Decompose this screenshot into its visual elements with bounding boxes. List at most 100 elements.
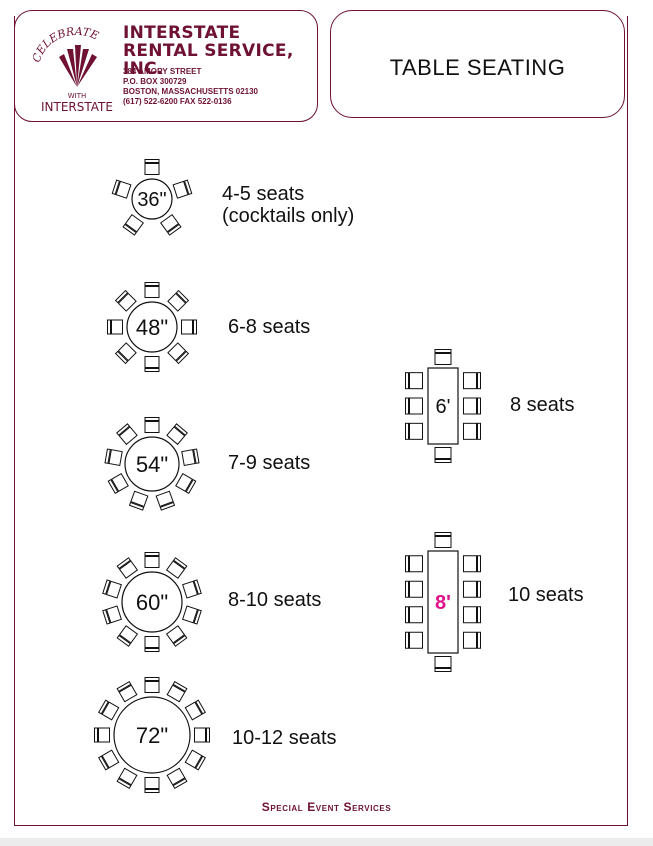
chair-icon	[144, 356, 160, 372]
chair-icon	[144, 417, 160, 433]
chair-icon	[98, 749, 120, 771]
chair-icon	[122, 214, 144, 236]
chair-icon	[184, 749, 206, 771]
chair-icon	[107, 319, 123, 335]
chair-icon	[181, 448, 200, 467]
seat-label-6ft: 8 seats	[510, 394, 575, 416]
table-size-label: 72"	[136, 723, 168, 748]
chair-icon	[463, 606, 481, 624]
chair-icon	[155, 490, 176, 511]
chair-icon	[116, 423, 138, 446]
chair-icon	[434, 447, 452, 463]
chair-icon	[434, 532, 452, 548]
table-size-label: 36"	[137, 189, 166, 211]
rect-table-0: 6'	[405, 349, 481, 463]
chair-icon	[175, 473, 197, 494]
chair-icon	[165, 557, 188, 579]
chair-icon	[405, 580, 423, 598]
chair-icon	[116, 681, 138, 703]
footer-tagline: Special Event Services	[261, 800, 392, 814]
round-table-4: 72"	[94, 677, 210, 793]
chair-icon	[104, 448, 123, 467]
chair-icon	[181, 319, 197, 335]
chair-icon	[166, 767, 188, 789]
round-table-top	[121, 571, 183, 633]
chair-icon	[405, 397, 423, 415]
chair-icon	[172, 179, 193, 199]
table-size-label: 48"	[136, 315, 168, 340]
chair-icon	[405, 631, 423, 649]
chair-icon	[165, 625, 188, 647]
chair-icon	[166, 423, 188, 446]
chair-icon	[463, 397, 481, 415]
address-line: P.O. BOX 300729	[123, 77, 187, 86]
chair-icon	[128, 490, 149, 511]
seat-label-72: 10-12 seats	[232, 727, 337, 749]
seat-label-36: 4-5 seats (cocktails only)	[222, 183, 354, 227]
company-name-line2: RENTAL SERVICE, INC.	[123, 41, 294, 79]
address-line: (617) 522-6200 FAX 522-0136	[123, 97, 232, 106]
chair-icon	[182, 579, 202, 599]
chair-icon	[184, 699, 206, 721]
seat-label-54: 7-9 seats	[228, 452, 311, 474]
seat-count: 4-5 seats	[222, 183, 305, 205]
seat-label-60: 8-10 seats	[228, 589, 322, 611]
chair-icon	[463, 631, 481, 649]
table-size-label: 6'	[436, 396, 451, 418]
chair-icon	[160, 214, 182, 236]
table-size-label: 54"	[136, 452, 168, 477]
celebrate-logo-icon: CELEBRATE WITH INTERSTATE	[31, 25, 113, 114]
round-table-top	[124, 436, 180, 492]
chair-icon	[114, 342, 137, 365]
chair-icon	[144, 282, 160, 298]
chair-icon	[405, 372, 423, 390]
seat-label-8ft: 10 seats	[508, 584, 584, 606]
chair-icon	[463, 422, 481, 440]
page-bottom-edge	[0, 838, 653, 846]
round-table-3: 60"	[102, 552, 202, 652]
chair-icon	[144, 552, 160, 568]
round-table-1: 48"	[107, 282, 197, 372]
round-table-0: 36"	[111, 159, 193, 236]
table-size-label: 60"	[136, 590, 168, 615]
address-line: 384 AMORY STREET	[123, 67, 202, 76]
seat-note: (cocktails only)	[222, 205, 355, 227]
page-frame	[14, 16, 628, 826]
chair-icon	[166, 681, 188, 703]
company-name-line1: INTERSTATE	[123, 23, 241, 43]
chair-icon	[107, 473, 129, 494]
title-panel: TABLE SEATING	[330, 10, 625, 118]
chair-icon	[94, 727, 110, 743]
chair-icon	[405, 422, 423, 440]
rect-table-1: 8'	[405, 532, 481, 672]
chair-icon	[102, 579, 122, 599]
chair-icon	[194, 727, 210, 743]
round-table-top	[126, 301, 178, 353]
address-line: BOSTON, MASSACHUSETTS 02130	[123, 87, 258, 96]
seat-label-48: 6-8 seats	[228, 316, 311, 338]
logo-panel: CELEBRATE WITH INTERSTATE INTERSTATE REN…	[14, 10, 318, 122]
chair-icon	[102, 605, 122, 625]
logo-with-text: WITH	[68, 92, 87, 100]
chair-icon	[111, 179, 132, 199]
logo-brand-text: INTERSTATE	[41, 100, 113, 114]
chair-icon	[114, 289, 137, 312]
company-address: 384 AMORY STREET P.O. BOX 300729 BOSTON,…	[123, 67, 258, 107]
chair-icon	[182, 605, 202, 625]
chair-icon	[463, 555, 481, 573]
chair-icon	[167, 289, 190, 312]
chair-icon	[463, 372, 481, 390]
chair-icon	[144, 777, 160, 793]
chair-icon	[463, 580, 481, 598]
table-size-label: 8'	[435, 592, 451, 614]
rect-table-top	[427, 550, 459, 654]
chair-icon	[144, 636, 160, 652]
round-table-top	[113, 696, 191, 774]
chair-icon	[116, 557, 139, 579]
chair-icon	[434, 349, 452, 365]
chair-icon	[144, 677, 160, 693]
chair-icon	[434, 656, 452, 672]
chair-icon	[116, 625, 139, 647]
round-table-top	[131, 178, 173, 220]
